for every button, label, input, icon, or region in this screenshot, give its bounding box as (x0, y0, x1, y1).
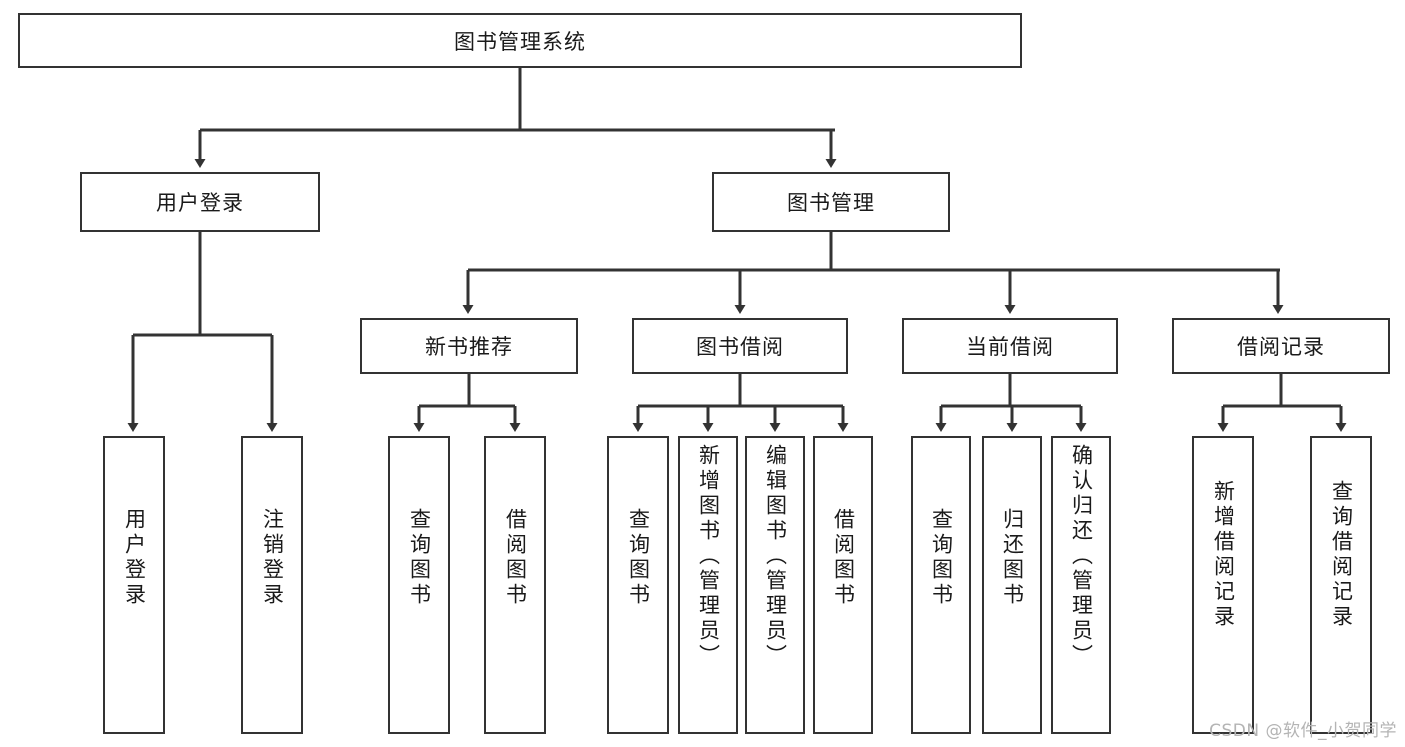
node-leaf-borrow-book-2-label: 借阅图书 (831, 508, 856, 608)
node-leaf-confirm-return[interactable]: 确认归还（管理员） (1051, 436, 1111, 734)
node-leaf-edit-book[interactable]: 编辑图书（管理员） (745, 436, 805, 734)
node-book-borrow[interactable]: 图书借阅 (632, 318, 848, 374)
node-book-borrow-label: 图书借阅 (696, 335, 784, 359)
node-leaf-return-book[interactable]: 归还图书 (982, 436, 1042, 734)
node-leaf-query-book-3-label: 查询图书 (929, 508, 954, 608)
node-borrow-record[interactable]: 借阅记录 (1172, 318, 1390, 374)
node-new-book-recommend-label: 新书推荐 (425, 335, 513, 359)
node-current-borrow[interactable]: 当前借阅 (902, 318, 1118, 374)
node-root-label: 图书管理系统 (454, 29, 586, 54)
node-book-manage-label: 图书管理 (787, 191, 875, 215)
node-leaf-query-book-3[interactable]: 查询图书 (911, 436, 971, 734)
node-leaf-user-logout-label: 注销登录 (260, 508, 285, 608)
csdn-watermark: CSDN @软件_小贺同学 (1209, 721, 1397, 741)
node-leaf-query-book-1[interactable]: 查询图书 (388, 436, 450, 734)
node-new-book-recommend[interactable]: 新书推荐 (360, 318, 578, 374)
node-leaf-query-book-2[interactable]: 查询图书 (607, 436, 669, 734)
node-current-borrow-label: 当前借阅 (966, 335, 1054, 359)
node-leaf-borrow-book-1-label: 借阅图书 (503, 508, 528, 608)
node-leaf-query-book-1-label: 查询图书 (407, 508, 432, 608)
node-user-login-label: 用户登录 (156, 191, 244, 215)
node-leaf-borrow-book-1[interactable]: 借阅图书 (484, 436, 546, 734)
node-leaf-query-borrow-record[interactable]: 查询借阅记录 (1310, 436, 1372, 734)
node-leaf-add-book-label: 新增图书（管理员） (696, 444, 721, 669)
node-leaf-user-logout[interactable]: 注销登录 (241, 436, 303, 734)
node-leaf-edit-book-label: 编辑图书（管理员） (763, 444, 788, 669)
node-leaf-add-borrow-record-label: 新增借阅记录 (1211, 480, 1236, 630)
node-book-manage[interactable]: 图书管理 (712, 172, 950, 232)
node-root[interactable]: 图书管理系统 (18, 13, 1022, 68)
node-leaf-borrow-book-2[interactable]: 借阅图书 (813, 436, 873, 734)
node-user-login[interactable]: 用户登录 (80, 172, 320, 232)
node-borrow-record-label: 借阅记录 (1237, 335, 1325, 359)
node-leaf-add-book[interactable]: 新增图书（管理员） (678, 436, 738, 734)
node-leaf-user-login-label: 用户登录 (122, 508, 147, 608)
node-leaf-user-login[interactable]: 用户登录 (103, 436, 165, 734)
node-leaf-query-borrow-record-label: 查询借阅记录 (1329, 480, 1354, 630)
node-leaf-return-book-label: 归还图书 (1000, 508, 1025, 608)
node-leaf-confirm-return-label: 确认归还（管理员） (1069, 444, 1094, 669)
node-leaf-query-book-2-label: 查询图书 (626, 508, 651, 608)
node-leaf-add-borrow-record[interactable]: 新增借阅记录 (1192, 436, 1254, 734)
